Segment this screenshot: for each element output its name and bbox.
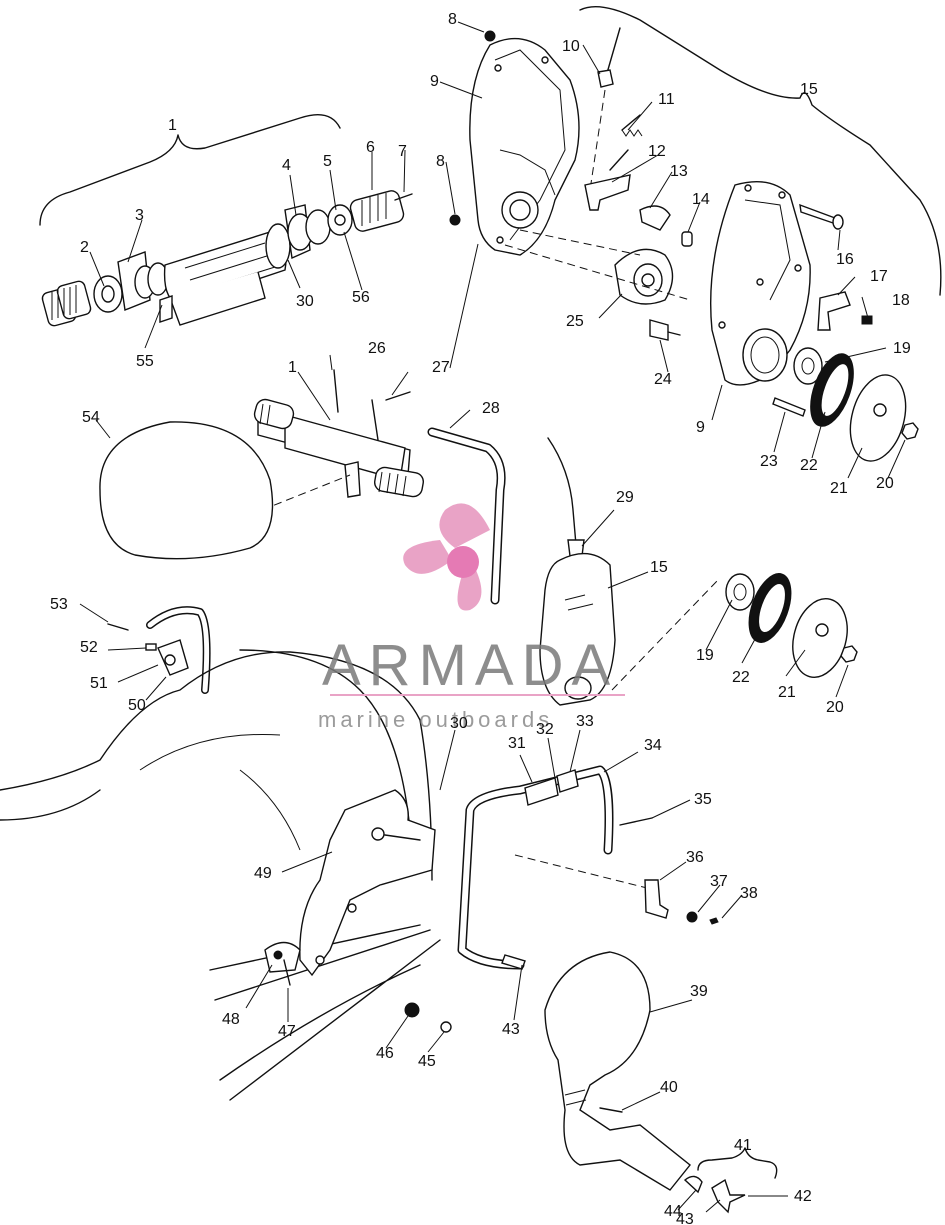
callout-51: 51 bbox=[90, 675, 108, 692]
callout-41: 41 bbox=[734, 1137, 752, 1154]
callout-35: 35 bbox=[694, 791, 712, 808]
callout-42: 42 bbox=[794, 1188, 812, 1205]
callout-48: 48 bbox=[222, 1011, 240, 1028]
callout-15b: 15 bbox=[650, 559, 668, 576]
callout-2: 2 bbox=[80, 239, 89, 256]
callout-27: 27 bbox=[432, 359, 450, 376]
callout-38: 38 bbox=[740, 885, 758, 902]
pulley-set-lower bbox=[725, 573, 858, 678]
callout-33: 33 bbox=[576, 713, 594, 730]
callout-53: 53 bbox=[50, 596, 68, 613]
throttle-cable-parts bbox=[584, 27, 693, 247]
propeller-blade-right bbox=[457, 568, 482, 611]
callout-30a: 30 bbox=[296, 293, 314, 310]
callout-15a: 15 bbox=[800, 81, 818, 98]
callout-17: 17 bbox=[870, 268, 888, 285]
watermark-brand: ARMADA bbox=[322, 633, 618, 698]
cable-and-lower-housing bbox=[539, 437, 719, 706]
callout-26: 26 bbox=[368, 340, 386, 357]
callout-50: 50 bbox=[128, 697, 146, 714]
propeller-blade-top bbox=[439, 503, 490, 548]
callout-31: 31 bbox=[508, 735, 526, 752]
callout-3: 3 bbox=[135, 207, 144, 224]
callout-30b: 30 bbox=[450, 715, 468, 732]
callout-13: 13 bbox=[670, 163, 688, 180]
callout-37: 37 bbox=[710, 873, 728, 890]
callout-1b: 1 bbox=[288, 359, 297, 376]
callout-21a: 21 bbox=[830, 480, 848, 497]
callout-25: 25 bbox=[566, 313, 584, 330]
handle-tube bbox=[457, 765, 719, 970]
callout-43a: 43 bbox=[502, 1021, 520, 1038]
callout-20b: 20 bbox=[826, 699, 844, 716]
callout-20a: 20 bbox=[876, 475, 894, 492]
callout-39: 39 bbox=[690, 983, 708, 1000]
callout-18: 18 bbox=[892, 292, 910, 309]
watermark-tagline: marine outboards bbox=[318, 707, 553, 732]
control-rod bbox=[427, 427, 506, 605]
callout-54: 54 bbox=[82, 409, 100, 426]
propeller-hub bbox=[447, 546, 479, 578]
callout-19a: 19 bbox=[893, 340, 911, 357]
callout-7: 7 bbox=[398, 143, 407, 160]
callout-32: 32 bbox=[536, 721, 554, 738]
callout-9b: 9 bbox=[696, 419, 705, 436]
callout-49: 49 bbox=[254, 865, 272, 882]
callout-12: 12 bbox=[648, 143, 666, 160]
callout-8a: 8 bbox=[448, 11, 457, 28]
nut-and-washer bbox=[404, 1002, 452, 1033]
callout-22a: 22 bbox=[800, 457, 818, 474]
callout-labels: 1 2 3 4 5 6 7 8 9 8 10 11 12 13 14 15 16… bbox=[50, 11, 911, 1225]
callout-14: 14 bbox=[692, 191, 710, 208]
callout-46: 46 bbox=[376, 1045, 394, 1062]
callout-8b: 8 bbox=[436, 153, 445, 170]
callout-40: 40 bbox=[660, 1079, 678, 1096]
callout-44: 44 bbox=[664, 1203, 682, 1220]
seat-pad bbox=[99, 421, 274, 560]
callout-22b: 22 bbox=[732, 669, 750, 686]
handlebar-group-bracket bbox=[39, 114, 341, 226]
callout-11: 11 bbox=[658, 91, 675, 108]
mount-bracket bbox=[264, 789, 436, 986]
callout-47: 47 bbox=[278, 1023, 296, 1040]
callout-28: 28 bbox=[482, 400, 500, 417]
callout-24: 24 bbox=[654, 371, 672, 388]
callout-leaders bbox=[79, 21, 906, 1213]
callout-52: 52 bbox=[80, 639, 98, 656]
callout-56: 56 bbox=[352, 289, 370, 306]
callout-29: 29 bbox=[616, 489, 634, 506]
callout-6: 6 bbox=[366, 139, 375, 156]
callout-43b: 43 bbox=[676, 1211, 694, 1225]
grip-pad bbox=[544, 951, 746, 1214]
grab-handle-bracket bbox=[107, 606, 211, 694]
handlebar-exploded-assembly bbox=[41, 190, 413, 327]
callout-34: 34 bbox=[644, 737, 662, 754]
callout-21b: 21 bbox=[778, 684, 796, 701]
callout-23: 23 bbox=[760, 453, 778, 470]
cover-plate-left bbox=[449, 30, 580, 256]
reverse-handle-assembly bbox=[253, 369, 424, 511]
housing-group-bracket bbox=[579, 5, 942, 296]
callout-16: 16 bbox=[836, 251, 854, 268]
callout-36: 36 bbox=[686, 849, 704, 866]
callout-45: 45 bbox=[418, 1053, 436, 1070]
cam-and-bolt bbox=[504, 229, 691, 341]
callout-10: 10 bbox=[562, 38, 580, 55]
armada-logo-icon bbox=[403, 503, 490, 611]
pulley-set-upper bbox=[793, 347, 919, 462]
callout-4: 4 bbox=[282, 157, 291, 174]
callout-9a: 9 bbox=[430, 73, 439, 90]
callout-5: 5 bbox=[323, 153, 332, 170]
housing-right bbox=[710, 181, 873, 417]
callout-19b: 19 bbox=[696, 647, 714, 664]
knob-group-bracket bbox=[697, 1147, 778, 1179]
callout-1: 1 bbox=[168, 117, 177, 134]
propeller-blade-left bbox=[403, 540, 452, 574]
callout-55: 55 bbox=[136, 353, 154, 370]
